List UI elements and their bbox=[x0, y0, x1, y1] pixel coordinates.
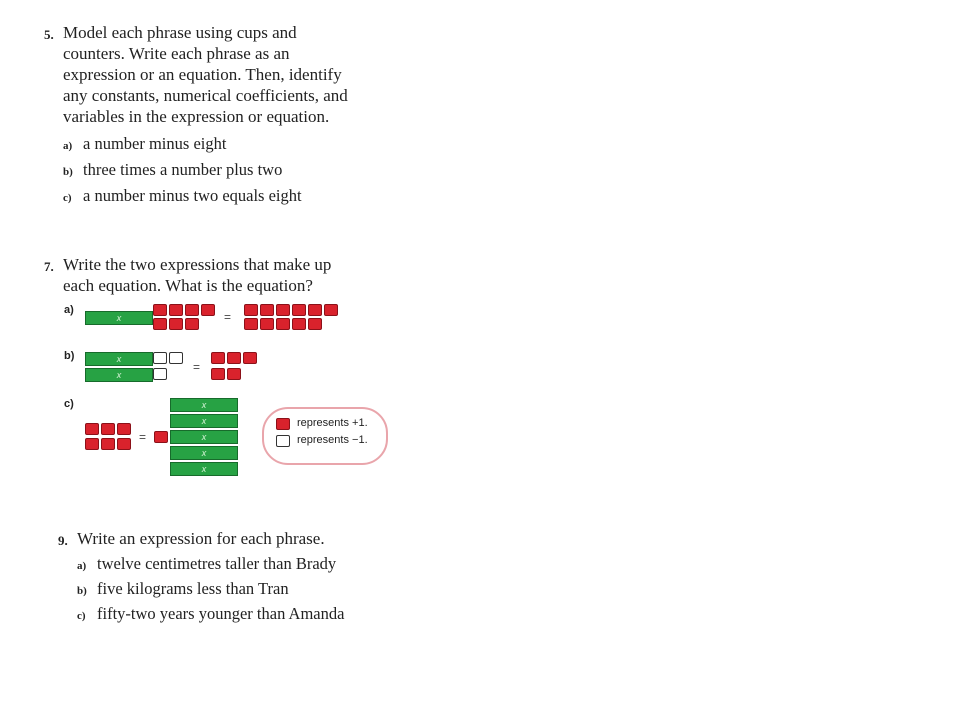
question-9-prompt: Write an expression for each phrase. bbox=[77, 529, 325, 548]
cup-x: x bbox=[85, 311, 153, 325]
counter-legend bbox=[262, 407, 388, 465]
item-letter: b) bbox=[77, 585, 87, 597]
positive-counter bbox=[227, 368, 241, 380]
question-5-prompt: Model each phrase using cups and counter… bbox=[63, 22, 348, 127]
equals-sign: = bbox=[224, 310, 232, 324]
positive-counter bbox=[244, 318, 258, 330]
prompt-line: Write the two expressions that make up bbox=[63, 255, 332, 274]
positive-counter bbox=[324, 304, 338, 316]
negative-counter bbox=[169, 352, 183, 364]
positive-counter bbox=[85, 423, 99, 435]
legend-positive-swatch bbox=[276, 418, 290, 430]
positive-counter bbox=[85, 438, 99, 450]
question-7-number: 7. bbox=[44, 259, 54, 274]
cup-x: x bbox=[85, 352, 153, 366]
positive-counter bbox=[169, 318, 183, 330]
positive-counter bbox=[292, 318, 306, 330]
positive-counter bbox=[308, 318, 322, 330]
negative-counter bbox=[153, 368, 167, 380]
cup-x: x bbox=[170, 414, 238, 428]
question-5-item-c: c) a number minus two equals eight bbox=[63, 186, 302, 208]
item-text: a number minus two equals eight bbox=[83, 186, 302, 205]
item-letter: a) bbox=[77, 560, 87, 572]
cup-x: x bbox=[85, 368, 153, 382]
question-5-item-b: b) three times a number plus two bbox=[63, 160, 282, 182]
item-letter: c) bbox=[63, 192, 72, 204]
item-letter: c) bbox=[77, 610, 86, 622]
positive-counter bbox=[117, 438, 131, 450]
prompt-line: variables in the expression or equation. bbox=[63, 107, 330, 126]
question-7-prompt: Write the two expressions that make up e… bbox=[63, 254, 331, 296]
positive-counter bbox=[260, 304, 274, 316]
positive-counter bbox=[185, 304, 199, 316]
positive-counter bbox=[169, 304, 183, 316]
cup-x: x bbox=[170, 430, 238, 444]
cup-x: x bbox=[170, 446, 238, 460]
positive-counter bbox=[244, 304, 258, 316]
question-9-item-a: a) twelve centimetres taller than Brady bbox=[77, 554, 336, 576]
positive-counter bbox=[201, 304, 215, 316]
legend-negative-text: represents −1. bbox=[297, 434, 368, 446]
positive-counter bbox=[117, 423, 131, 435]
equals-sign: = bbox=[193, 360, 201, 374]
question-9-number: 9. bbox=[58, 533, 68, 548]
positive-counter bbox=[185, 318, 199, 330]
positive-counter bbox=[243, 352, 257, 364]
positive-counter bbox=[211, 352, 225, 364]
positive-counter bbox=[292, 304, 306, 316]
prompt-line: each equation. What is the equation? bbox=[63, 276, 313, 295]
item-letter: b) bbox=[63, 166, 73, 178]
positive-counter bbox=[276, 318, 290, 330]
prompt-line: any constants, numerical coefficients, a… bbox=[63, 86, 348, 105]
item-letter: a) bbox=[63, 140, 73, 152]
cup-x: x bbox=[170, 462, 238, 476]
positive-counter bbox=[260, 318, 274, 330]
positive-counter bbox=[227, 352, 241, 364]
item-text: three times a number plus two bbox=[83, 160, 283, 179]
cup-x: x bbox=[170, 398, 238, 412]
negative-counter bbox=[153, 352, 167, 364]
legend-negative-swatch bbox=[276, 435, 290, 447]
prompt-line: Model each phrase using cups and bbox=[63, 23, 297, 42]
prompt-line: expression or an equation. Then, identif… bbox=[63, 65, 342, 84]
part-c-label: c) bbox=[64, 398, 74, 410]
question-5-number: 5. bbox=[44, 27, 54, 42]
part-b-label: b) bbox=[64, 350, 75, 362]
positive-counter bbox=[154, 431, 168, 443]
question-5-item-a: a) a number minus eight bbox=[63, 134, 226, 156]
equals-sign: = bbox=[139, 430, 147, 444]
positive-counter bbox=[101, 423, 115, 435]
positive-counter bbox=[153, 304, 167, 316]
positive-counter bbox=[308, 304, 322, 316]
positive-counter bbox=[276, 304, 290, 316]
item-text: twelve centimetres taller than Brady bbox=[97, 554, 337, 573]
positive-counter bbox=[153, 318, 167, 330]
legend-positive-text: represents +1. bbox=[297, 417, 368, 429]
item-text: five kilograms less than Tran bbox=[97, 579, 289, 598]
question-9-item-c: c) fifty-two years younger than Amanda bbox=[77, 604, 344, 626]
prompt-line: counters. Write each phrase as an bbox=[63, 44, 290, 63]
question-9-item-b: b) five kilograms less than Tran bbox=[77, 579, 289, 601]
positive-counter bbox=[211, 368, 225, 380]
positive-counter bbox=[101, 438, 115, 450]
item-text: fifty-two years younger than Amanda bbox=[97, 604, 345, 623]
item-text: a number minus eight bbox=[83, 134, 227, 153]
part-a-label: a) bbox=[64, 304, 74, 316]
